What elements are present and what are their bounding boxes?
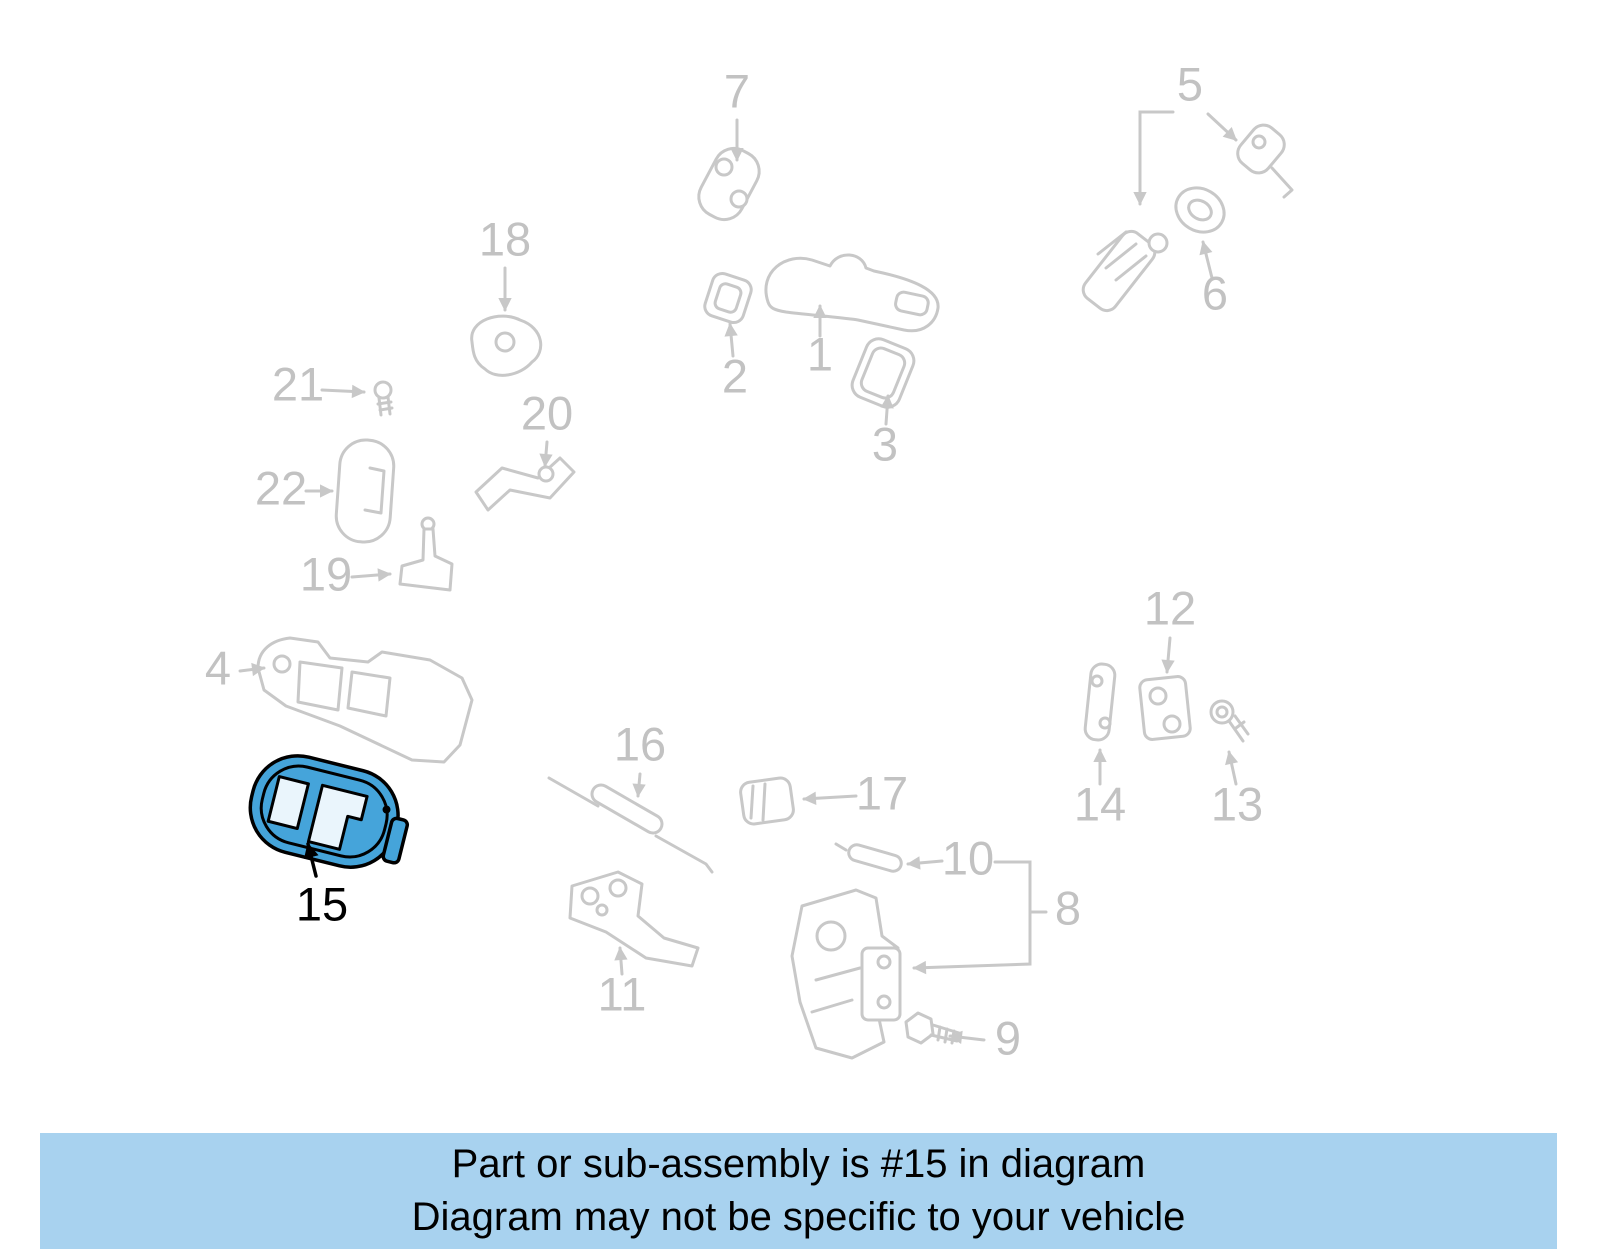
part-5-key-shape [1236,123,1294,199]
part-22-cover-shape [334,438,396,544]
part-21-screw-shape [373,380,394,417]
part-18-bracket-shape [470,314,543,377]
part-label-18: 18 [479,212,531,265]
part-label-21: 21 [272,357,324,410]
part-6-ring-shape [1174,186,1226,234]
part-20-bracket-shape [474,456,576,512]
leader-arrows [238,110,1239,1045]
part-label-13: 13 [1211,777,1263,830]
part-label-10: 10 [942,831,994,884]
part-11-bracket-shape [568,870,700,968]
part-label-19: 19 [300,547,352,600]
part-10-rod-shape [834,842,903,873]
part-label-8: 8 [1055,881,1081,934]
part-label-6: 6 [1202,266,1228,319]
banner-line-2: Diagram may not be specific to your vehi… [411,1195,1186,1239]
part-label-12: 12 [1144,581,1196,634]
part-9-bolt-shape [904,1011,961,1045]
part-14-check-strap-shape [1083,662,1117,742]
part-13-bolt-shape [1209,699,1250,743]
part-label-9: 9 [995,1011,1021,1064]
part-5-lock-cylinder-shape [1081,229,1169,313]
part-label-11: 11 [598,967,647,1020]
part-label-20: 20 [521,386,573,439]
part-label-22: 22 [255,461,307,514]
part-2-gasket-shape [703,271,753,325]
part-label-2: 2 [722,349,748,402]
part-label-15[interactable]: 15 [296,877,348,930]
part-7-link-shape [697,146,761,222]
part-8-latch-shape [790,888,902,1060]
part-label-1: 1 [807,327,833,380]
part-label-3: 3 [872,417,898,470]
part-12-striker-shape [1138,675,1192,741]
part-16-rod-shape [547,776,714,874]
highlight-arrow [303,842,319,878]
part-19-bracket-shape [398,516,454,592]
part-label-4: 4 [205,641,231,694]
part-17-grommet-shape [739,776,795,826]
banner-line-1: Part or sub-assembly is #15 in diagram [451,1142,1146,1187]
part-label-16: 16 [614,717,666,770]
part-label-7: 7 [724,64,750,117]
part-1-door-handle-shape [764,253,940,333]
part-3-pad-shape [850,337,916,409]
highlight-info-banner: Part or sub-assembly is #15 in diagram D… [40,1133,1557,1249]
part-label-5: 5 [1177,57,1203,110]
part-4-handle-frame-shape [256,636,474,764]
part-label-14: 14 [1074,777,1126,830]
part-15-bezel-shape[interactable] [241,746,418,879]
part-label-17: 17 [856,766,908,819]
